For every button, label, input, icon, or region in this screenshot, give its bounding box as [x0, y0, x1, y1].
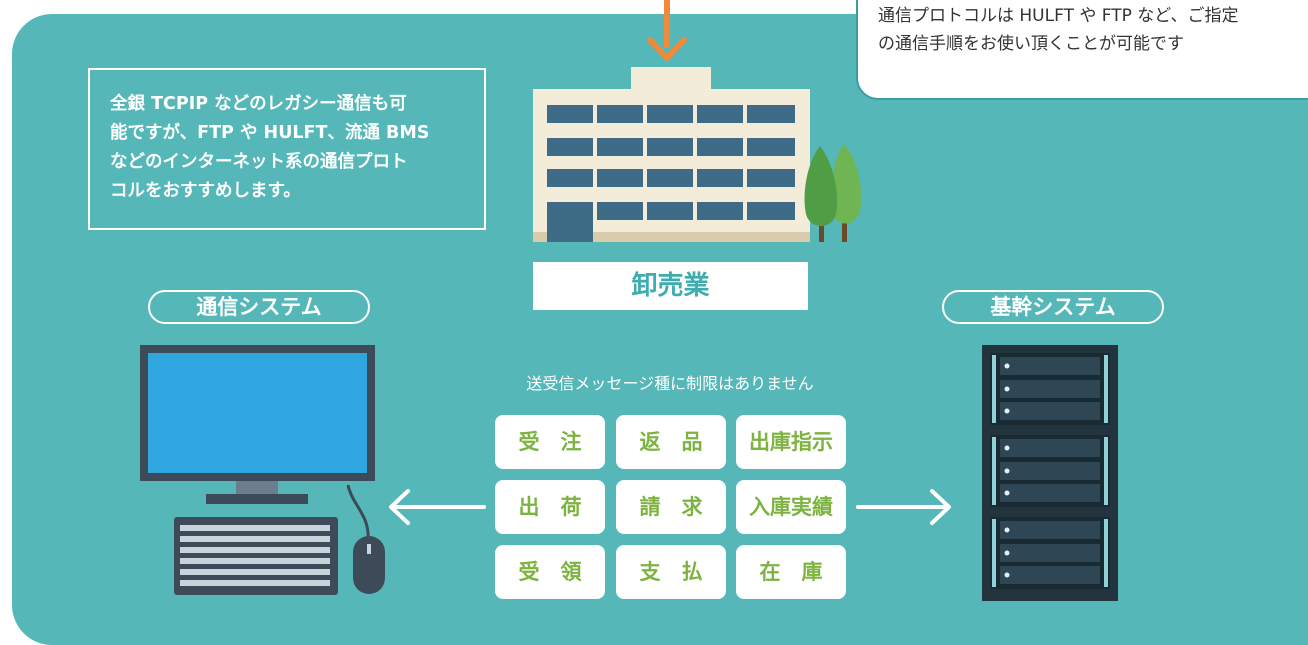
- legacy-protocol-note: 全銀 TCPIP などのレガシー通信も可 能ですが、FTP や HULFT、流通…: [88, 68, 486, 230]
- building-icon: [533, 67, 810, 242]
- tree-icon: [804, 144, 862, 242]
- message-type-box: 入庫実績: [736, 480, 846, 534]
- note-line-3: などのインターネット系の通信プロト: [110, 152, 408, 172]
- comm-system-pill: [148, 290, 370, 324]
- protocol-callout: [856, 0, 1308, 100]
- keyboard-keys: [180, 525, 330, 586]
- message-type-box: 受 領: [495, 545, 605, 599]
- message-type-box: 請 求: [616, 480, 726, 534]
- right-arrow-icon: [856, 489, 951, 525]
- note-line-1: 全銀 TCPIP などのレガシー通信も可: [110, 94, 407, 114]
- message-type-box: 出 荷: [495, 480, 605, 534]
- comm-system-label: 通信システム: [196, 295, 322, 319]
- callout-line-1: 通信プロトコルは HULFT や FTP など、ご指定: [878, 6, 1239, 26]
- computer-icon: [140, 345, 385, 595]
- server-rack-icon: [982, 345, 1118, 601]
- message-limit-text: 送受信メッセージ種に制限はありません: [526, 374, 814, 393]
- left-arrow-icon: [389, 489, 486, 525]
- message-type-box: 出庫指示: [736, 415, 846, 469]
- protocol-callout-text: 通信プロトコルは HULFT や FTP など、ご指定 の通信手順をお使い頂くこ…: [878, 2, 1308, 58]
- message-type-box: 在 庫: [736, 545, 846, 599]
- message-type-box: 返 品: [616, 415, 726, 469]
- callout-line-2: の通信手順をお使い頂くことが可能です: [878, 34, 1184, 54]
- incoming-arrow-icon: [647, 0, 687, 61]
- message-type-box: 支 払: [616, 545, 726, 599]
- note-line-2: 能ですが、FTP や HULFT、流通 BMS: [110, 123, 430, 143]
- note-line-4: コルをおすすめします。: [110, 181, 301, 201]
- message-type-box: 受 注: [495, 415, 605, 469]
- wholesale-label: 卸売業: [533, 262, 808, 310]
- core-system-label: 基幹システム: [990, 295, 1116, 319]
- core-system-pill: [942, 290, 1164, 324]
